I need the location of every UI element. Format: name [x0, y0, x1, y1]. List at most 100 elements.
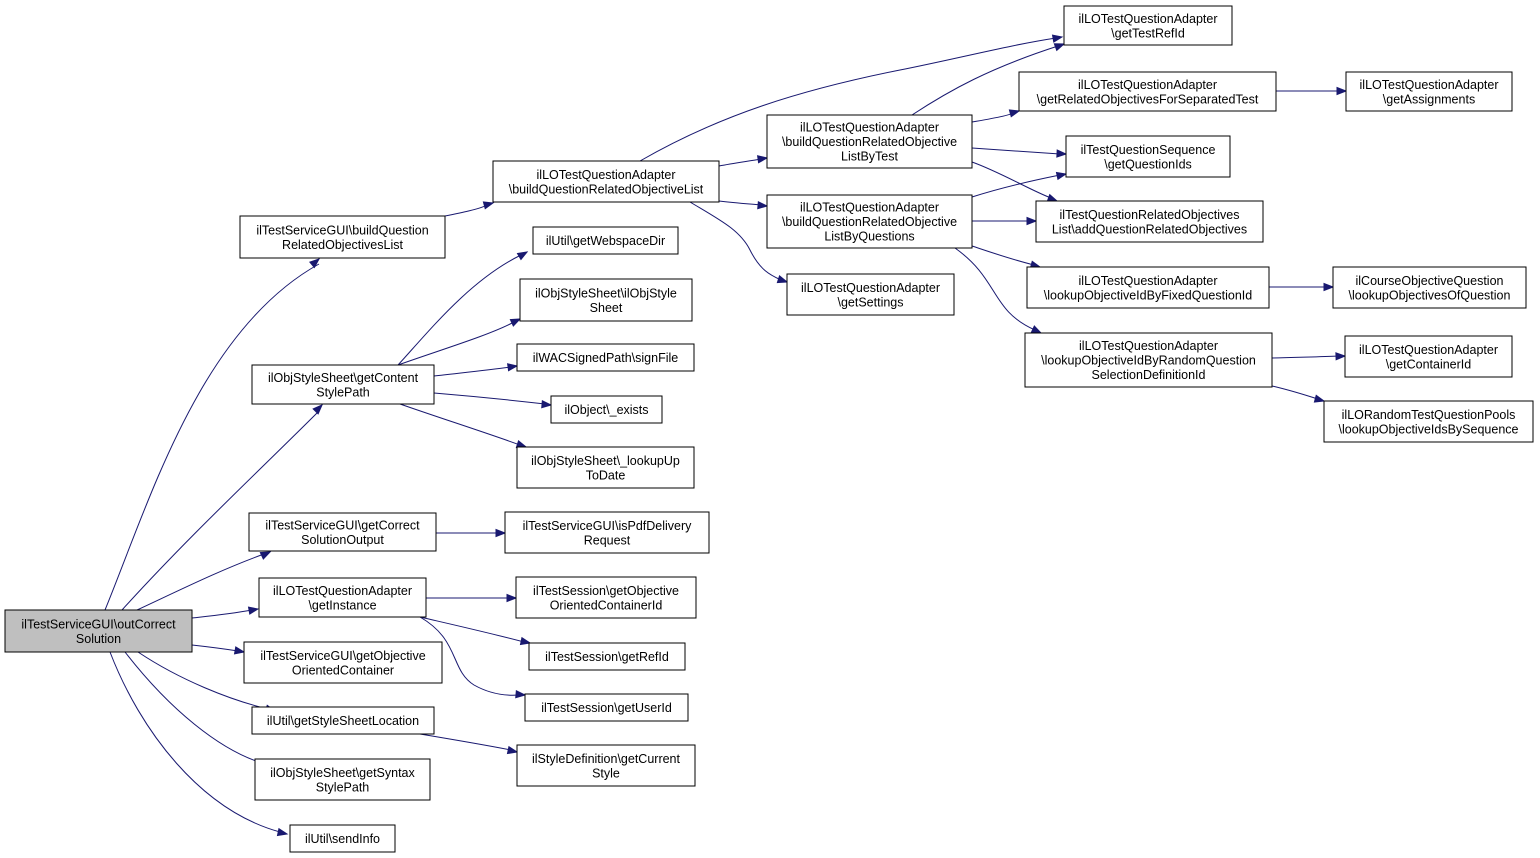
- node-label-line: OrientedContainerId: [550, 598, 663, 612]
- node-adapter-build-list[interactable]: ilLOTestQuestionAdapter\buildQuestionRel…: [492, 160, 720, 203]
- node-box: [516, 744, 696, 787]
- call-edge-18: [419, 616, 527, 699]
- edge-line: [689, 201, 782, 281]
- edge-line: [109, 651, 281, 833]
- node-box: [1035, 200, 1264, 243]
- node-get-assignments[interactable]: ilLOTestQuestionAdapter\getAssignments: [1345, 71, 1513, 112]
- node-label-line: \getSettings: [837, 295, 903, 309]
- node-lookup-by-fixed[interactable]: ilLOTestQuestionAdapter\lookupObjectiveI…: [1026, 266, 1270, 309]
- edge-line: [419, 733, 512, 751]
- edge-line: [399, 403, 521, 446]
- node-add-question-related-objectives[interactable]: ilTestQuestionRelatedObjectivesList\addQ…: [1035, 200, 1264, 243]
- node-label-line: ilTestServiceGUI\outCorrect: [21, 617, 176, 631]
- node-label-line: \buildQuestionRelatedObjective: [782, 135, 957, 149]
- node-send-info[interactable]: ilUtil\sendInfo: [289, 824, 396, 853]
- node-label-line: ilUtil\getWebspaceDir: [546, 234, 665, 248]
- node-get-test-ref-id[interactable]: ilLOTestQuestionAdapter\getTestRefId: [1063, 5, 1233, 46]
- arrowhead-icon: [259, 551, 272, 560]
- arrowhead-icon: [1026, 216, 1038, 226]
- node-label-line: Sheet: [590, 301, 623, 315]
- arrowhead-icon: [506, 593, 518, 603]
- node-get-webspace-dir[interactable]: ilUtil\getWebspaceDir: [532, 226, 679, 255]
- edge-line: [191, 609, 253, 619]
- arrowhead-icon: [519, 636, 532, 646]
- node-label-line: ilLOTestQuestionAdapter: [1360, 78, 1499, 92]
- node-get-user-id[interactable]: ilTestSession\getUserId: [524, 693, 689, 722]
- arrowhead-icon: [1053, 43, 1066, 52]
- call-edge-25: [971, 109, 1021, 123]
- call-edge-22: [689, 201, 789, 284]
- edge-line: [718, 158, 762, 167]
- arrowhead-icon: [309, 258, 321, 269]
- call-edge-34: [1271, 352, 1347, 361]
- node-object-exists[interactable]: ilObject\_exists: [550, 395, 663, 424]
- edge-line: [433, 366, 512, 377]
- node-label-line: \lookupObjectiveIdByFixedQuestionId: [1044, 288, 1252, 302]
- node-label-line: ilTestSession\getRefId: [545, 650, 669, 664]
- node-label-line: ilTestServiceGUI\buildQuestion: [256, 223, 428, 237]
- call-edge-2: [121, 404, 323, 611]
- edge-line: [136, 553, 265, 611]
- node-lookup-objective-ids-by-sequence[interactable]: ilLORandomTestQuestionPools\lookupObject…: [1323, 400, 1534, 443]
- node-get-style-sheet-location[interactable]: ilUtil\getStyleSheetLocation: [251, 706, 435, 735]
- node-get-correct-solution-output[interactable]: ilTestServiceGUI\getCorrectSolutionOutpu…: [248, 512, 437, 552]
- node-lookup-objectives-of-question[interactable]: ilCourseObjectiveQuestion\lookupObjectiv…: [1332, 266, 1527, 309]
- call-edge-9: [444, 201, 495, 217]
- node-label-line: ListByTest: [841, 150, 898, 164]
- node-box: [504, 511, 710, 554]
- node-label-line: ilObjStyleSheet\ilObjStyle: [535, 286, 677, 300]
- call-edge-1: [104, 258, 321, 611]
- node-sign-file[interactable]: ilWACSignedPath\signFile: [516, 343, 695, 372]
- node-box: [550, 395, 663, 424]
- node-label-line: \getInstance: [308, 598, 376, 612]
- node-get-objective-oriented-container[interactable]: ilTestServiceGUI\getObjectiveOrientedCon…: [243, 641, 443, 684]
- call-edge-17: [419, 616, 532, 646]
- node-lookup-by-random[interactable]: ilLOTestQuestionAdapter\lookupObjectiveI…: [1024, 332, 1273, 388]
- node-get-ref-id[interactable]: ilTestSession\getRefId: [528, 642, 686, 671]
- node-adapter-get-settings[interactable]: ilLOTestQuestionAdapter\getSettings: [786, 273, 955, 316]
- edge-line: [397, 254, 522, 366]
- node-il-obj-style-sheet-ctor[interactable]: ilObjStyleSheet\ilObjStyleSheet: [519, 278, 693, 322]
- node-label-line: ilLOTestQuestionAdapter: [801, 281, 940, 295]
- arrowhead-icon: [1335, 352, 1347, 361]
- node-get-question-ids[interactable]: ilTestQuestionSequence\getQuestionIds: [1065, 135, 1231, 178]
- node-label-line: ilTestServiceGUI\getObjective: [260, 649, 425, 663]
- arrowhead-icon: [757, 155, 769, 164]
- edge-line: [419, 616, 520, 696]
- node-label-line: ListByQuestions: [824, 230, 914, 244]
- node-box: [1065, 135, 1231, 178]
- node-box: [524, 693, 689, 722]
- node-adapter-get-container-id[interactable]: ilLOTestQuestionAdapter\getContainerId: [1344, 335, 1513, 378]
- node-label-line: \getQuestionIds: [1104, 157, 1192, 171]
- node-label-line: \getAssignments: [1383, 92, 1475, 106]
- arrowhead-icon: [1046, 193, 1059, 202]
- node-box: [516, 343, 695, 372]
- node-label-line: ilLOTestQuestionAdapter: [537, 168, 676, 182]
- node-adapter-get-instance[interactable]: ilLOTestQuestionAdapter\getInstance: [258, 577, 427, 618]
- call-edge-3: [136, 551, 272, 611]
- edge-line: [639, 37, 1057, 162]
- arrowhead-icon: [312, 404, 323, 415]
- arrowhead-icon: [516, 251, 529, 261]
- node-get-objective-oriented-container-id[interactable]: ilTestSession\getObjectiveOrientedContai…: [515, 576, 697, 619]
- arrowhead-icon: [1055, 171, 1068, 181]
- call-edge-13: [433, 392, 553, 409]
- arrowhead-icon: [495, 528, 507, 538]
- node-build-question-related-objectives-list[interactable]: ilTestServiceGUI\buildQuestionRelatedObj…: [239, 215, 446, 259]
- node-label-line: StylePath: [316, 780, 370, 794]
- node-label-line: ilTestServiceGUI\isPdfDelivery: [523, 519, 693, 533]
- node-build-by-questions[interactable]: ilLOTestQuestionAdapter\buildQuestionRel…: [766, 194, 973, 249]
- node-box: [239, 215, 446, 259]
- node-box: [1323, 400, 1534, 443]
- node-label-line: ilLOTestQuestionAdapter: [800, 201, 939, 215]
- call-edge-23: [639, 34, 1064, 162]
- node-get-related-objectives-for-separated-test[interactable]: ilLOTestQuestionAdapter\getRelatedObject…: [1018, 71, 1277, 112]
- node-build-by-test[interactable]: ilLOTestQuestionAdapter\buildQuestionRel…: [766, 114, 973, 169]
- call-edge-16: [426, 593, 518, 603]
